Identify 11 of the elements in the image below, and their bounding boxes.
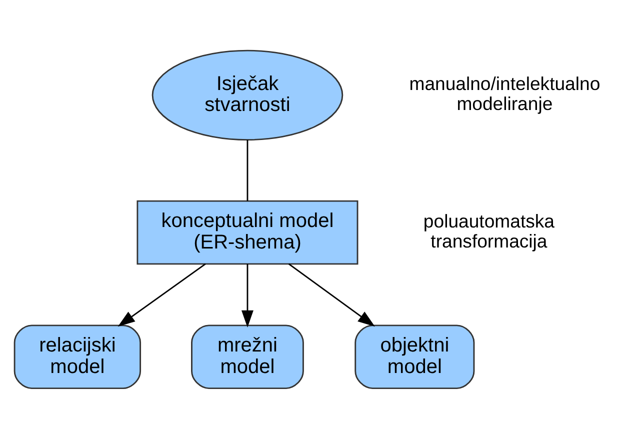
arrow — [118, 263, 206, 327]
node-ellipse: Isječak stvarnosti — [152, 50, 344, 141]
connector — [246, 140, 248, 202]
arrow — [241, 264, 254, 328]
node-box: konceptualni model (ER-shema) — [136, 200, 358, 265]
node-box: objektni model — [354, 324, 475, 389]
arrow — [288, 263, 375, 327]
node-box: relacijski model — [14, 324, 142, 389]
node-box: mrežni model — [191, 324, 304, 389]
label: manualno/intelektualno modeliranje — [409, 73, 600, 114]
label: poluautomatska transformacija — [423, 210, 555, 252]
